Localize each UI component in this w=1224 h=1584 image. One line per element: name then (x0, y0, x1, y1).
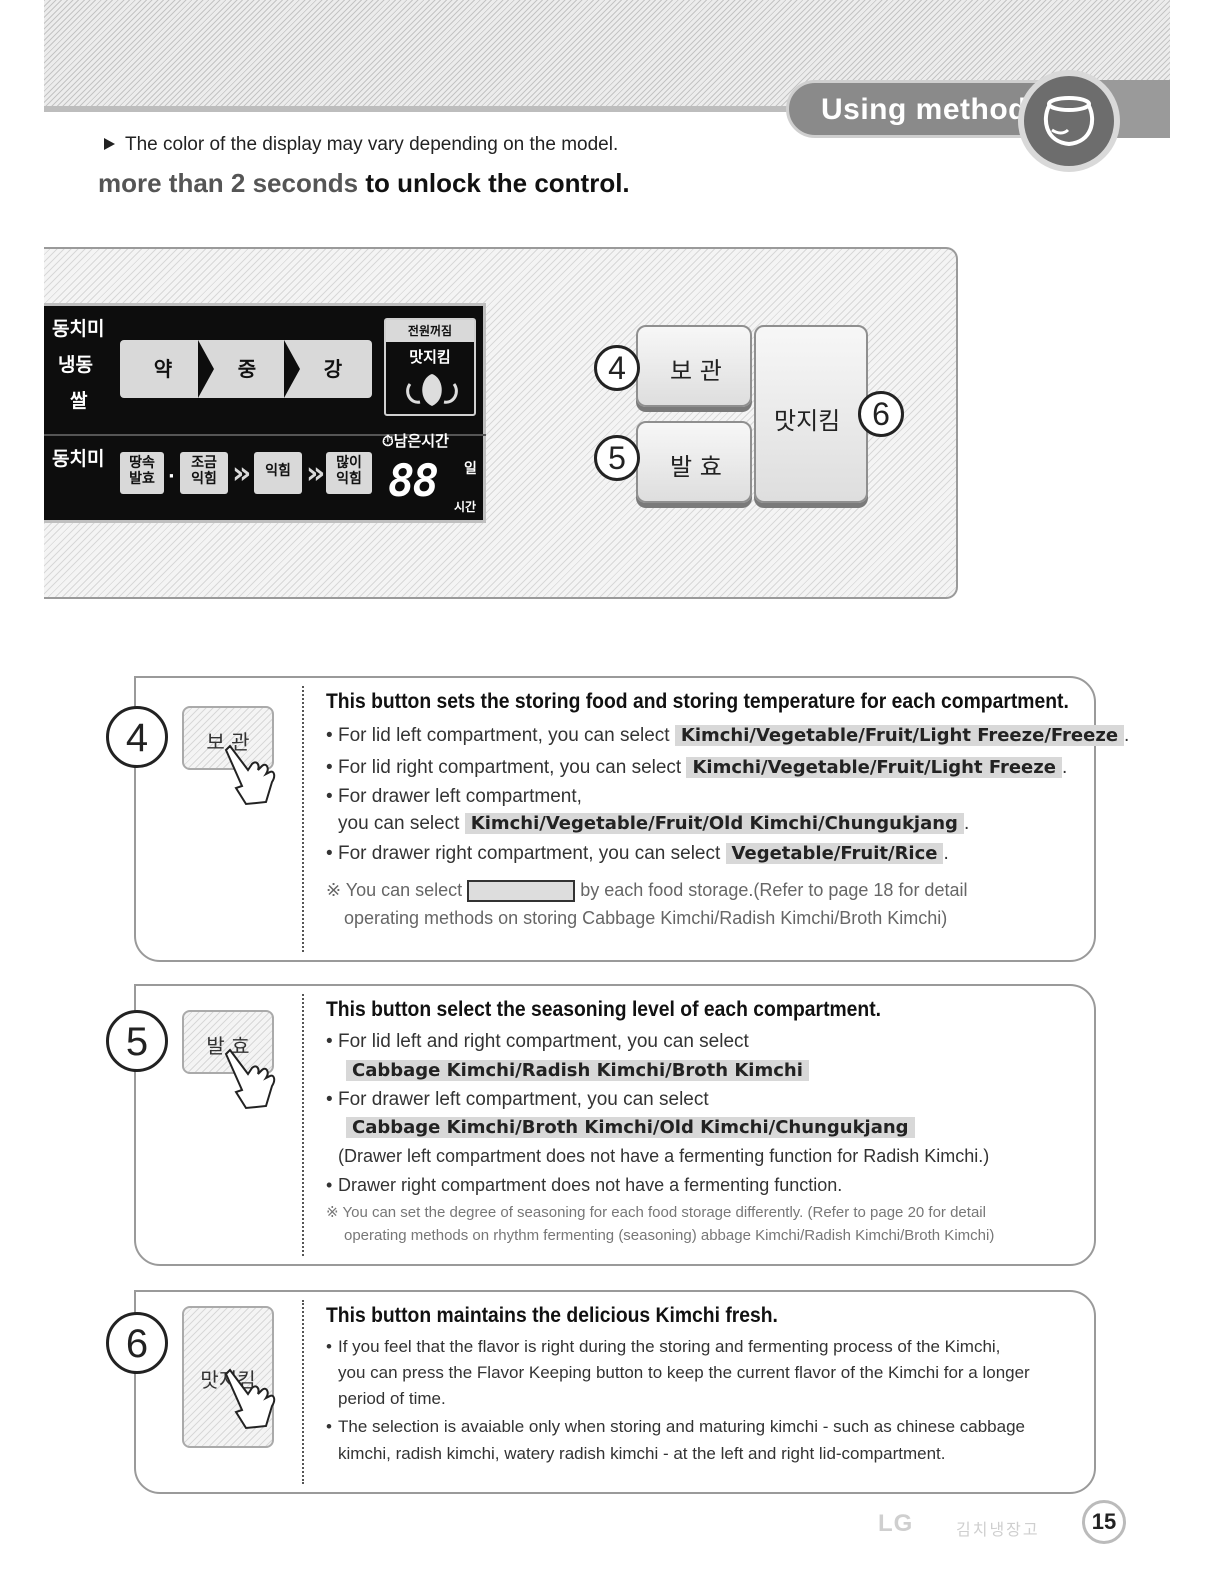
list-item: •The selection is avaiable only when sto… (326, 1417, 1025, 1436)
list-item: (Drawer left compartment does not have a… (338, 1146, 990, 1166)
panel-label-dongchimi: 동치미 (52, 318, 105, 340)
section-title: Using method (821, 93, 1027, 126)
time-digits: 88 (388, 456, 439, 507)
list-item: Cabbage Kimchi/Radish Kimchi/Broth Kimch… (326, 1056, 1074, 1086)
panel-label-dongchimi-2: 동치미 (52, 448, 105, 470)
page-footer: LG 김치냉장고 15 (878, 1500, 1128, 1544)
callout-4: 4 (594, 345, 640, 391)
level-selector-display: 약 중 강 (120, 340, 372, 398)
section-note: ※ You can set the degree of seasoning fo… (326, 1204, 986, 1221)
section-number: 4 (106, 706, 168, 768)
control-display: 동치미 냉동 쌀 동치미 약 중 강 전원꺼짐 맛지킴 ⏱남은시간 88 일 시… (44, 303, 486, 523)
callout-5: 5 (594, 435, 640, 481)
remaining-time-label: ⏱남은시간 (382, 432, 449, 450)
storage-button[interactable]: 보 관 (636, 325, 752, 407)
list-item: •Drawer right compartment does not have … (326, 1175, 843, 1195)
triangle-bullet-icon (104, 138, 115, 150)
list-item: you can press the Flavor Keeping button … (338, 1363, 1030, 1382)
unit-day: 일 (464, 461, 477, 477)
section-title: This button select the seasoning level o… (326, 998, 882, 1021)
ferment-button-thumbnail: 발 효 (182, 1010, 274, 1074)
ferment-stage-light: 조금 익힘 (180, 452, 228, 494)
list-item: •For drawer left compartment, (326, 786, 582, 807)
ferment-button[interactable]: 발 효 (636, 421, 752, 503)
list-item: •For lid left and right compartment, you… (326, 1031, 749, 1052)
flavor-keep-button[interactable]: 맛지킴 (754, 325, 868, 503)
ferment-stage-heavy: 많이 익힘 (326, 452, 372, 494)
list-item: period of time. (338, 1389, 446, 1408)
list-item: you can select Kimchi/Vegetable/Fruit/Ol… (338, 813, 970, 834)
section-title: This button maintains the delicious Kimc… (326, 1304, 778, 1327)
section-note-continued: operating methods on rhythm fermenting (… (344, 1227, 995, 1244)
list-item: Cabbage Kimchi/Broth Kimchi/Old Kimchi/C… (326, 1114, 1074, 1142)
level-medium: 중 (237, 357, 257, 381)
control-panel-illustration: 동치미 냉동 쌀 동치미 약 중 강 전원꺼짐 맛지킴 ⏱남은시간 88 일 시… (44, 247, 958, 599)
section-note-continued: operating methods on storing Cabbage Kim… (344, 908, 948, 928)
list-item: •For lid left compartment, you can selec… (326, 725, 1130, 746)
product-name: 김치냉장고 (956, 1520, 1040, 1539)
display-color-note: The color of the display may vary depend… (104, 134, 618, 156)
pointing-hand-icon (224, 744, 276, 806)
level-weak: 약 (153, 357, 173, 381)
section-number: 6 (106, 1312, 168, 1374)
list-item: •For lid right compartment, you can sele… (326, 757, 1068, 778)
brand-logo: LG (878, 1510, 914, 1537)
top-decorative-band (44, 0, 1170, 112)
ferment-stage-medium: 익힘 (254, 452, 302, 494)
section-flavor-keep-button: 6 맛지킴 This button maintains the deliciou… (106, 1290, 1096, 1500)
level-selector-mini-icon (467, 880, 576, 903)
section-note: ※ You can select by each food storage.(R… (326, 876, 1074, 904)
section-title: This button sets the storing food and st… (326, 690, 1069, 713)
list-item: kimchi, radish kimchi, watery radish kim… (338, 1444, 946, 1463)
cabbage-icon (406, 374, 458, 406)
list-item: •For drawer right compartment, you can s… (326, 843, 949, 864)
flavor-keep-indicator: 전원꺼짐 맛지킴 (384, 318, 476, 416)
level-strong: 강 (323, 357, 343, 381)
flavor-keep-label: 맛지킴 (409, 348, 451, 366)
section-number: 5 (106, 1010, 168, 1072)
ferment-stage-ground: 땅속 발효 (120, 452, 164, 494)
list-item: •If you feel that the flavor is right du… (326, 1337, 1001, 1356)
unit-hour: 시간 (454, 500, 477, 514)
panel-label-rice: 쌀 (70, 390, 88, 412)
page-number: 15 (1082, 1500, 1126, 1544)
section-storage-button: 4 보 관 This button sets the storing food … (106, 676, 1130, 968)
unlock-instruction: more than 2 seconds to unlock the contro… (98, 168, 630, 198)
section-header-tab: Using method (786, 70, 1170, 172)
list-item: •For drawer left compartment, you can se… (326, 1089, 709, 1110)
power-off-label: 전원꺼짐 (386, 320, 474, 342)
section-ferment-button: 5 발 효 This button select the seasoning l… (106, 984, 1096, 1272)
kimchi-jar-icon (1018, 70, 1120, 172)
panel-label-freeze: 냉동 (58, 354, 93, 376)
callout-6: 6 (858, 391, 904, 437)
pointing-hand-icon (224, 1048, 276, 1110)
pointing-hand-icon (224, 1368, 276, 1430)
